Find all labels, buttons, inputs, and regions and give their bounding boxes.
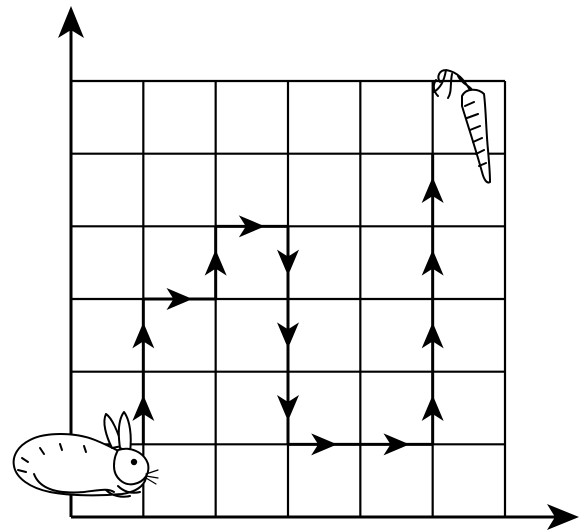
carrot-body bbox=[462, 90, 490, 183]
rabbit-ear-front bbox=[119, 412, 131, 452]
carrot-icon bbox=[434, 70, 490, 183]
rabbit-eye bbox=[132, 460, 136, 464]
rabbit-icon bbox=[14, 412, 158, 497]
